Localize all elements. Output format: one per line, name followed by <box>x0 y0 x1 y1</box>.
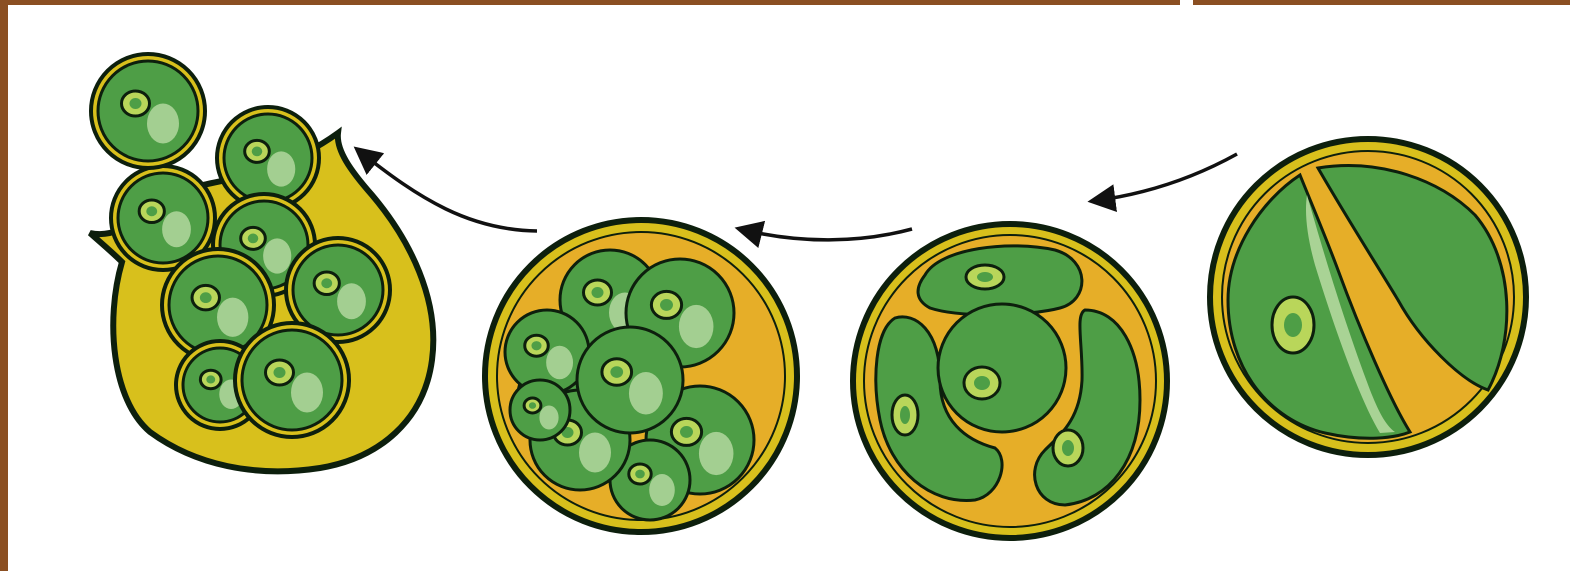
chloroplast-highlight <box>579 433 611 473</box>
nucleolus <box>974 376 990 390</box>
chloroplast-highlight <box>629 372 663 414</box>
chloroplast-highlight <box>539 406 558 430</box>
autospore <box>577 327 683 433</box>
nucleolus <box>206 375 215 383</box>
nucleolus <box>977 272 993 282</box>
chloroplast-highlight <box>546 346 573 380</box>
chloroplast-highlight <box>679 305 714 348</box>
nucleolus <box>900 406 910 424</box>
arrow-stage1-to-stage2 <box>1093 154 1237 201</box>
chloroplast-highlight <box>162 211 191 247</box>
nucleolus <box>660 299 673 311</box>
autospore <box>510 380 570 440</box>
nucleolus <box>146 206 157 216</box>
nucleolus <box>680 426 693 438</box>
frame-top-edge-left <box>0 0 1180 5</box>
released-autospore <box>235 323 349 437</box>
nucleolus <box>248 234 259 244</box>
nucleolus <box>635 470 645 479</box>
daughter-cell-center <box>938 304 1066 432</box>
chloroplast-highlight <box>699 432 734 475</box>
nucleolus <box>321 278 332 288</box>
nucleolus <box>592 287 604 298</box>
chloroplast-highlight <box>217 298 248 337</box>
frame-left-edge <box>0 0 8 571</box>
nucleolus <box>531 341 541 350</box>
chloroplast-highlight <box>649 474 675 506</box>
nucleolus <box>1284 313 1302 337</box>
nucleolus <box>274 367 286 378</box>
nucleolus <box>529 402 536 409</box>
chloroplast-highlight <box>263 238 291 273</box>
stage-3-colony <box>485 220 797 532</box>
chloroplast-highlight <box>337 283 366 319</box>
nucleolus <box>130 98 142 109</box>
chloroplast-highlight <box>291 373 323 413</box>
nucleolus <box>610 366 623 378</box>
chloroplast-highlight <box>147 104 179 144</box>
frame-top-edge-right <box>1193 0 1570 5</box>
stage-4-release <box>90 54 433 471</box>
stage-2-four-cells <box>853 224 1167 538</box>
chloroplast-highlight <box>267 151 295 186</box>
arrow-stage2-to-stage3 <box>740 229 912 240</box>
nucleolus <box>1062 440 1074 456</box>
stage-1-single-cell <box>1210 139 1526 455</box>
released-autospore <box>91 54 205 168</box>
nucleolus <box>200 292 212 303</box>
nucleolus <box>252 147 263 157</box>
